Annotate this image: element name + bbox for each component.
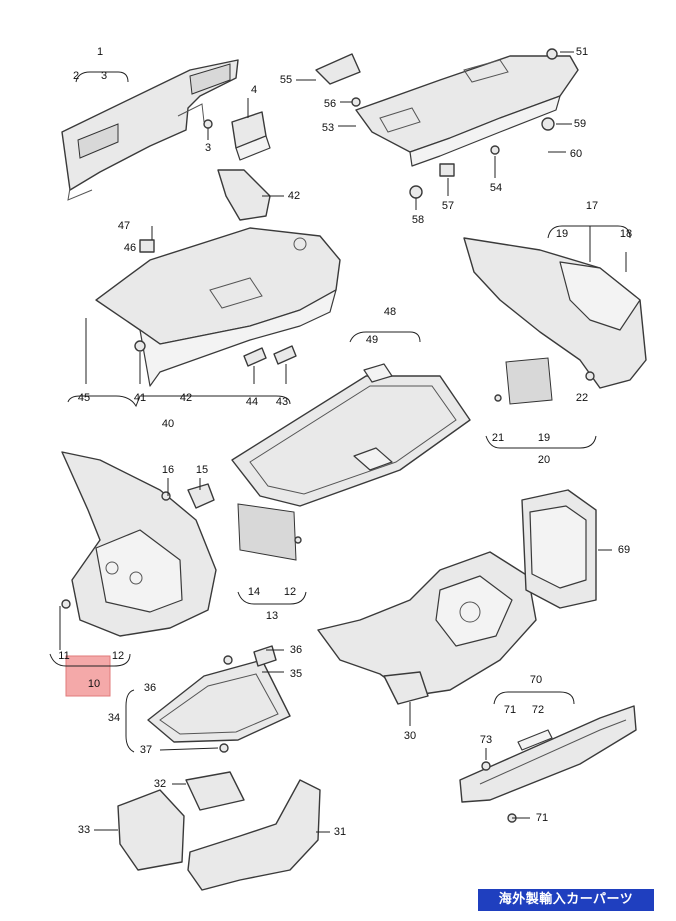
callout-31: 31 <box>334 826 346 838</box>
callout-4: 4 <box>251 84 257 96</box>
callout-60: 60 <box>570 148 582 160</box>
callout-46: 46 <box>124 242 136 254</box>
callout-41: 41 <box>134 392 146 404</box>
callout-69: 69 <box>618 544 630 556</box>
callout-51: 51 <box>576 46 588 58</box>
clip-parts <box>134 226 297 367</box>
callout-58: 58 <box>412 214 424 226</box>
callout-3b: 3 <box>205 142 211 154</box>
floor-panel-part <box>95 169 341 387</box>
left-trim-part <box>61 451 217 637</box>
sill-trim-part <box>459 705 637 823</box>
callout-70: 70 <box>530 674 542 686</box>
callout-42a: 42 <box>288 190 300 202</box>
callout-2: 2 <box>73 70 79 82</box>
callout-1: 1 <box>97 46 103 58</box>
callout-35: 35 <box>290 668 302 680</box>
callout-72: 72 <box>532 704 544 716</box>
callout-22: 22 <box>576 392 588 404</box>
foam-block-parts <box>117 771 321 891</box>
callout-73: 73 <box>480 734 492 746</box>
callout-11: 11 <box>58 650 69 662</box>
callout-45: 45 <box>78 392 90 404</box>
callout-37: 37 <box>140 744 152 756</box>
callout-40: 40 <box>162 418 174 430</box>
callout-34: 34 <box>108 712 120 724</box>
callout-20: 20 <box>538 454 550 466</box>
callout-36a: 36 <box>290 644 302 656</box>
callout-19a: 19 <box>556 228 568 240</box>
callout-36b: 36 <box>144 682 156 694</box>
callout-42b: 42 <box>180 392 192 404</box>
callout-53: 53 <box>322 122 334 134</box>
watermark-badge: 海外製輸入カーパーツ <box>478 889 654 911</box>
callout-56: 56 <box>324 98 336 110</box>
bracket-part-4 <box>231 111 271 161</box>
callout-12a: 12 <box>284 586 296 598</box>
callout-44: 44 <box>246 396 258 408</box>
upper-tray-part <box>315 48 579 199</box>
callout-3: 3 <box>101 70 107 82</box>
callout-33: 33 <box>78 824 90 836</box>
callout-17: 17 <box>586 200 598 212</box>
callout-32: 32 <box>154 778 166 790</box>
highlighted-part-10 <box>65 655 111 697</box>
callout-54: 54 <box>490 182 502 194</box>
callout-18: 18 <box>620 228 632 240</box>
callout-57: 57 <box>442 200 454 212</box>
callout-21: 21 <box>492 432 504 444</box>
callout-71b: 71 <box>536 812 548 824</box>
callout-10: 10 <box>88 678 100 690</box>
spare-well-part <box>317 551 537 705</box>
callout-30: 30 <box>404 730 416 742</box>
callout-47: 47 <box>118 220 130 232</box>
net-panel-part <box>237 503 302 561</box>
callout-43: 43 <box>276 396 288 408</box>
screw-part-3 <box>203 119 213 140</box>
callout-55: 55 <box>280 74 292 86</box>
callout-48: 48 <box>384 306 396 318</box>
boot-mat-part <box>231 363 471 507</box>
callout-49: 49 <box>366 334 378 346</box>
callout-19b: 19 <box>538 432 550 444</box>
cover-panel-part <box>147 645 291 753</box>
callout-16: 16 <box>162 464 174 476</box>
callout-labels: 1 2 3 3 4 42 47 46 45 41 42 44 43 40 55 … <box>58 46 632 838</box>
callout-14: 14 <box>248 586 260 598</box>
callout-12b: 12 <box>112 650 124 662</box>
rear-panel-part <box>61 59 239 201</box>
callout-59: 59 <box>574 118 586 130</box>
callout-71a: 71 <box>504 704 516 716</box>
leader-lines <box>49 51 631 833</box>
storage-case-part <box>521 489 597 609</box>
side-trim-part <box>463 237 647 405</box>
callout-15: 15 <box>196 464 208 476</box>
callout-13: 13 <box>266 610 278 622</box>
